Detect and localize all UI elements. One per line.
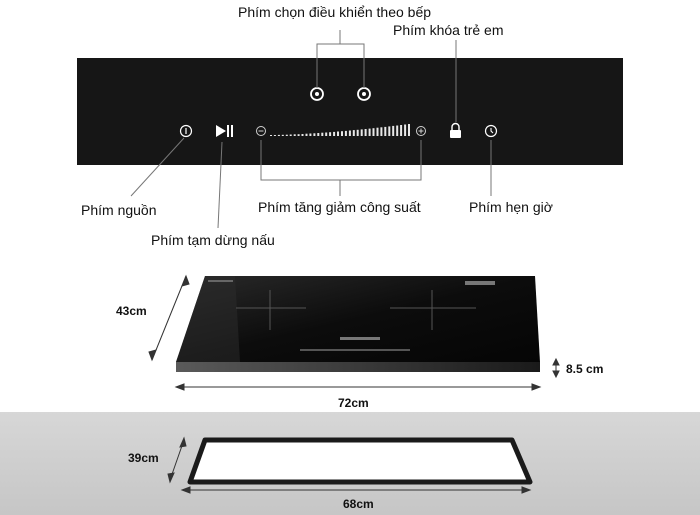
power-level-bar [297, 134, 300, 136]
power-level-bar [309, 133, 312, 136]
power-level-bar [313, 133, 316, 136]
zone-select-label: Phím chọn điều khiển theo bếp [238, 4, 432, 20]
clock-icon[interactable] [484, 124, 498, 138]
power-level-bar [404, 124, 407, 136]
cooktop-drawing [176, 276, 540, 372]
power-level-bar [364, 129, 367, 136]
timer-label: Phím hẹn giờ [469, 199, 553, 215]
power-level-bar [277, 134, 280, 136]
height-dimension-label: 8.5 cm [566, 362, 604, 376]
power-button-label: Phím nguồn [81, 202, 157, 218]
power-level-bar [281, 134, 284, 136]
power-level-bar [305, 133, 308, 136]
power-level-bar [337, 131, 339, 136]
power-level-bar [321, 132, 324, 136]
power-level-slider[interactable] [270, 124, 410, 136]
power-level-bar [293, 134, 296, 136]
lock-icon[interactable] [450, 122, 461, 138]
control-panel [77, 58, 623, 165]
power-level-bar [408, 124, 410, 136]
power-level-bar [333, 131, 336, 136]
power-level-bar [372, 128, 375, 136]
minus-icon[interactable] [256, 126, 266, 136]
callout-lines [130, 30, 492, 229]
power-level-bar [368, 128, 371, 136]
child-lock-label: Phím khóa trẻ em [393, 22, 504, 38]
pause-label: Phím tạm dừng nấu [151, 232, 275, 248]
cutout-width-label: 68cm [343, 497, 374, 511]
power-level-bar [289, 134, 292, 136]
power-level-bar [380, 127, 383, 136]
power-icon[interactable] [179, 124, 193, 138]
power-level-bar [384, 126, 387, 136]
power-level-bar [329, 132, 332, 136]
power-level-bar [344, 130, 347, 136]
power-level-bar [376, 127, 379, 136]
power-level-bar [301, 134, 304, 136]
power-level-bar [273, 135, 276, 136]
cutout-frame [187, 437, 533, 485]
power-level-bar [352, 130, 355, 136]
power-level-bar [360, 129, 363, 136]
cutout-dimension-arrows [167, 436, 532, 494]
power-level-bar [270, 135, 272, 136]
cooktop-dimension-arrows [148, 274, 560, 391]
power-level-bar [317, 133, 320, 136]
power-level-bar [356, 129, 359, 136]
power-level-bar [348, 130, 351, 136]
depth-dimension-label: 43cm [116, 304, 147, 318]
power-level-label: Phím tăng giảm công suất [258, 199, 421, 215]
power-level-bar [396, 125, 399, 136]
power-level-bar [285, 134, 288, 136]
power-level-bar [392, 125, 395, 136]
power-level-bar [400, 125, 403, 136]
width-dimension-label: 72cm [338, 396, 369, 410]
play-pause-icon[interactable] [216, 125, 233, 137]
plus-icon[interactable] [416, 126, 426, 136]
power-level-bar [341, 131, 343, 136]
cutout-depth-label: 39cm [128, 451, 159, 465]
power-level-bar [325, 132, 328, 136]
power-level-bar [388, 126, 391, 136]
